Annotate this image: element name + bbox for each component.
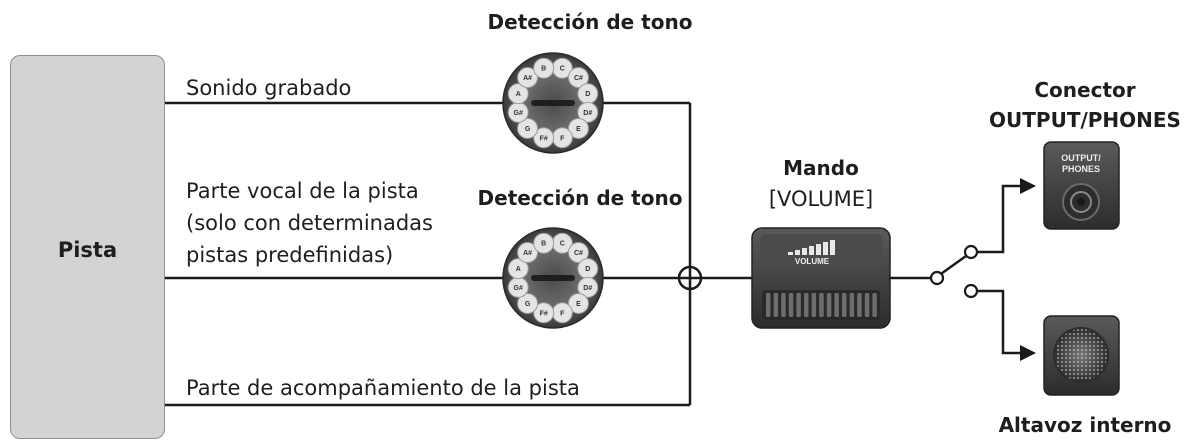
note-key-c-sharp <box>567 67 589 89</box>
note-key-b <box>533 232 555 254</box>
note-key-a-sharp <box>517 242 539 264</box>
switch-lower-contact <box>963 283 979 299</box>
note-key-b <box>533 57 555 79</box>
note-key-g <box>517 292 539 314</box>
note-label: B <box>541 66 546 73</box>
vocal-part-label-line1: Parte vocal de la pista <box>186 179 419 203</box>
note-label: F <box>560 310 565 317</box>
note-key-a <box>507 83 529 105</box>
pitch-detection-title-top: Detección de tono <box>487 10 693 34</box>
note-key-a-sharp <box>517 67 539 89</box>
volume-panel-text: VOLUME <box>795 257 830 266</box>
note-label: A# <box>523 75 532 82</box>
pitch-detection-wheel-middle: C C# D D# E F F# G G# A A# B <box>502 227 604 329</box>
note-label: F <box>560 135 565 142</box>
pitch-detection-title-middle: Detección de tono <box>477 186 683 210</box>
note-label: E <box>576 301 581 308</box>
note-key-e <box>567 117 589 139</box>
note-key-f-sharp <box>533 302 555 324</box>
pitch-detection-wheel-top: C C# D D# E F F# G G# A A# B <box>502 52 604 154</box>
note-key-d-sharp <box>577 276 599 298</box>
upper-output-branch <box>977 184 1022 254</box>
note-label: B <box>541 241 546 248</box>
note-label: E <box>576 126 581 133</box>
note-label: A <box>516 91 521 98</box>
track-source-label: Pista <box>57 238 118 262</box>
note-label: F# <box>540 135 548 142</box>
switch-common-contact <box>929 270 945 286</box>
note-label: G <box>525 301 531 308</box>
note-label: C <box>560 241 565 248</box>
note-label: C <box>560 66 565 73</box>
track-source-box <box>10 55 165 439</box>
switch-upper-contact <box>963 244 979 260</box>
volume-knob-device: VOLUME <box>751 227 891 329</box>
note-label: D <box>585 91 590 98</box>
lower-output-branch <box>977 289 1022 355</box>
arrow-to-output-jack <box>1020 178 1036 194</box>
mixer-sum-symbol <box>677 265 703 291</box>
accompaniment-label: Parte de acompañamiento de la pista <box>186 376 580 400</box>
note-label: C# <box>574 75 583 82</box>
vocal-part-label-line3: pistas predefinidas) <box>186 243 394 267</box>
internal-speaker-device <box>1043 315 1120 396</box>
volume-level-icon <box>788 240 835 255</box>
note-label: D <box>585 266 590 273</box>
note-key-a <box>507 258 529 280</box>
note-label: G# <box>514 285 523 292</box>
note-label: A <box>516 266 521 273</box>
output-jack-title-line2: OUTPUT/PHONES <box>989 108 1181 132</box>
volume-knob-title-line2: [VOLUME] <box>768 187 874 211</box>
output-jack-title-line1: Conector <box>1034 78 1136 102</box>
output-phones-jack-device: OUTPUT/ PHONES <box>1043 141 1120 230</box>
recorded-sound-label: Sonido grabado <box>186 76 352 100</box>
note-key-g <box>517 117 539 139</box>
note-key-e <box>567 292 589 314</box>
switch-lever-line <box>937 254 967 278</box>
volume-knob-ridges <box>762 290 880 320</box>
arrow-to-speaker <box>1020 345 1036 361</box>
note-key-f-sharp <box>533 127 555 149</box>
vocal-part-label-line2: (solo con determinadas <box>186 211 433 235</box>
jack-panel-text-line2: PHONES <box>1062 164 1100 174</box>
note-label: A# <box>523 250 532 257</box>
note-label: D# <box>583 285 592 292</box>
speaker-label: Altavoz interno <box>998 413 1172 437</box>
note-label: F# <box>540 310 548 317</box>
note-label: G <box>525 126 531 133</box>
volume-knob-title-line1: Mando <box>783 156 859 180</box>
note-key-c-sharp <box>567 242 589 264</box>
jack-panel-text-line1: OUTPUT/ <box>1061 153 1101 163</box>
note-key-d-sharp <box>577 101 599 123</box>
note-label: D# <box>583 110 592 117</box>
note-label: C# <box>574 250 583 257</box>
note-label: G# <box>514 110 523 117</box>
